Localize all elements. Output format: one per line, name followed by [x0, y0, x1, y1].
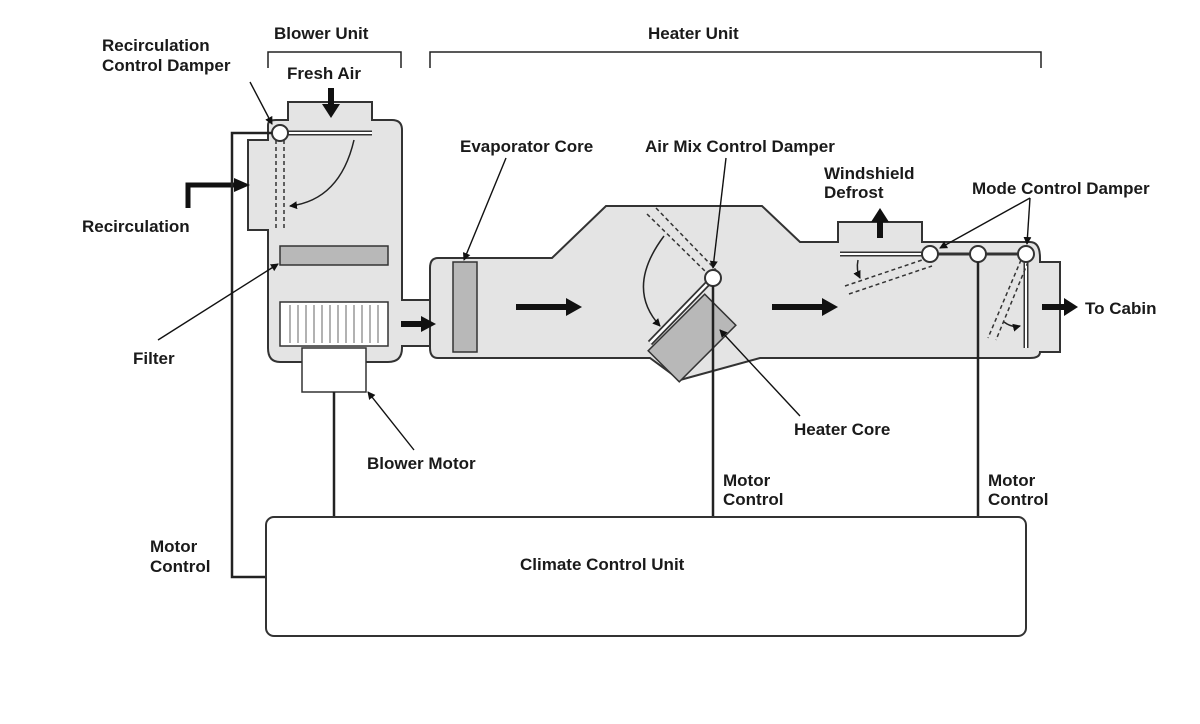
- air-mix-damper-alt-position: [646, 207, 717, 277]
- airflow-arrow-3: [772, 298, 838, 316]
- heater-core-leader: [719, 329, 801, 417]
- motor-control-label-mode-line2: Control: [988, 490, 1048, 509]
- to-cabin-label: To Cabin: [1085, 299, 1156, 318]
- vent-damper-swing-arc: [1003, 321, 1021, 332]
- heater-unit-bracket: [429, 51, 1042, 68]
- windshield-label-line1: Windshield: [824, 164, 915, 183]
- recirc-damper-pivot: [271, 124, 289, 142]
- evaporator-leader: [462, 157, 507, 261]
- fresh-air-arrow: [322, 88, 340, 118]
- defrost-arrow: [871, 208, 889, 238]
- filter-leader: [157, 263, 279, 341]
- air-mix-damper-pivot: [704, 269, 722, 287]
- heater-unit-label: Heater Unit: [648, 24, 739, 43]
- defrost-damper-alt-position: [844, 257, 933, 295]
- mode-damper-leader-1: [939, 197, 1031, 249]
- blower-unit-bracket: [267, 51, 402, 68]
- defrost-damper-swing-arc: [853, 259, 861, 279]
- recirculation-label: Recirculation: [82, 217, 190, 236]
- airflow-arrow-1: [401, 316, 436, 332]
- motor-control-label-airmix-line2: Control: [723, 490, 783, 509]
- recirc-damper-label-line2: Control Damper: [102, 56, 231, 75]
- recirc-damper-open-position: [275, 140, 285, 228]
- climate-control-unit-label: Climate Control Unit: [520, 555, 685, 574]
- recirc-damper-leader: [249, 81, 273, 125]
- defrost-damper-pivot: [921, 245, 939, 263]
- blower-unit-label: Blower Unit: [274, 24, 369, 43]
- blower-fan: [279, 301, 389, 347]
- to-cabin-arrow: [1042, 298, 1078, 316]
- filter-element: [279, 245, 389, 266]
- blower-motor-body: [301, 347, 367, 393]
- recirc-damper-swing-arc: [289, 139, 355, 210]
- blower-motor-leader: [367, 391, 415, 451]
- recirc-damper-label-line1: Recirculation: [102, 36, 210, 55]
- air-mix-damper-label: Air Mix Control Damper: [645, 137, 835, 156]
- evaporator-core-label: Evaporator Core: [460, 137, 593, 156]
- recirc-motor-control-wire: [230, 131, 272, 579]
- windshield-label-line2: Defrost: [824, 183, 884, 202]
- airflow-arrow-2: [516, 298, 582, 316]
- vent-damper-pivot: [1017, 245, 1035, 263]
- motor-control-label-recirc-line1: Motor: [150, 537, 198, 556]
- air-mix-leader: [709, 157, 727, 269]
- mode-damper-link-pivot: [969, 245, 987, 263]
- blower-motor-label: Blower Motor: [367, 454, 476, 473]
- mode-damper-label: Mode Control Damper: [972, 179, 1150, 198]
- evaporator-core-element: [452, 261, 478, 353]
- climate-control-unit-box: [265, 516, 1027, 637]
- mode-damper-leader-2: [1023, 197, 1032, 245]
- motor-control-label-airmix-line1: Motor: [723, 471, 771, 490]
- vent-damper-alt-position: [987, 259, 1029, 341]
- recirculation-arrow: [185, 178, 250, 208]
- motor-control-label-recirc-line2: Control: [150, 557, 210, 576]
- motor-control-label-mode-line1: Motor: [988, 471, 1036, 490]
- heater-unit-housing: [429, 205, 1061, 382]
- filter-label: Filter: [133, 349, 175, 368]
- air-mix-damper-swing-arc: [642, 235, 665, 327]
- heater-core-label: Heater Core: [794, 420, 890, 439]
- fresh-air-label: Fresh Air: [287, 64, 361, 83]
